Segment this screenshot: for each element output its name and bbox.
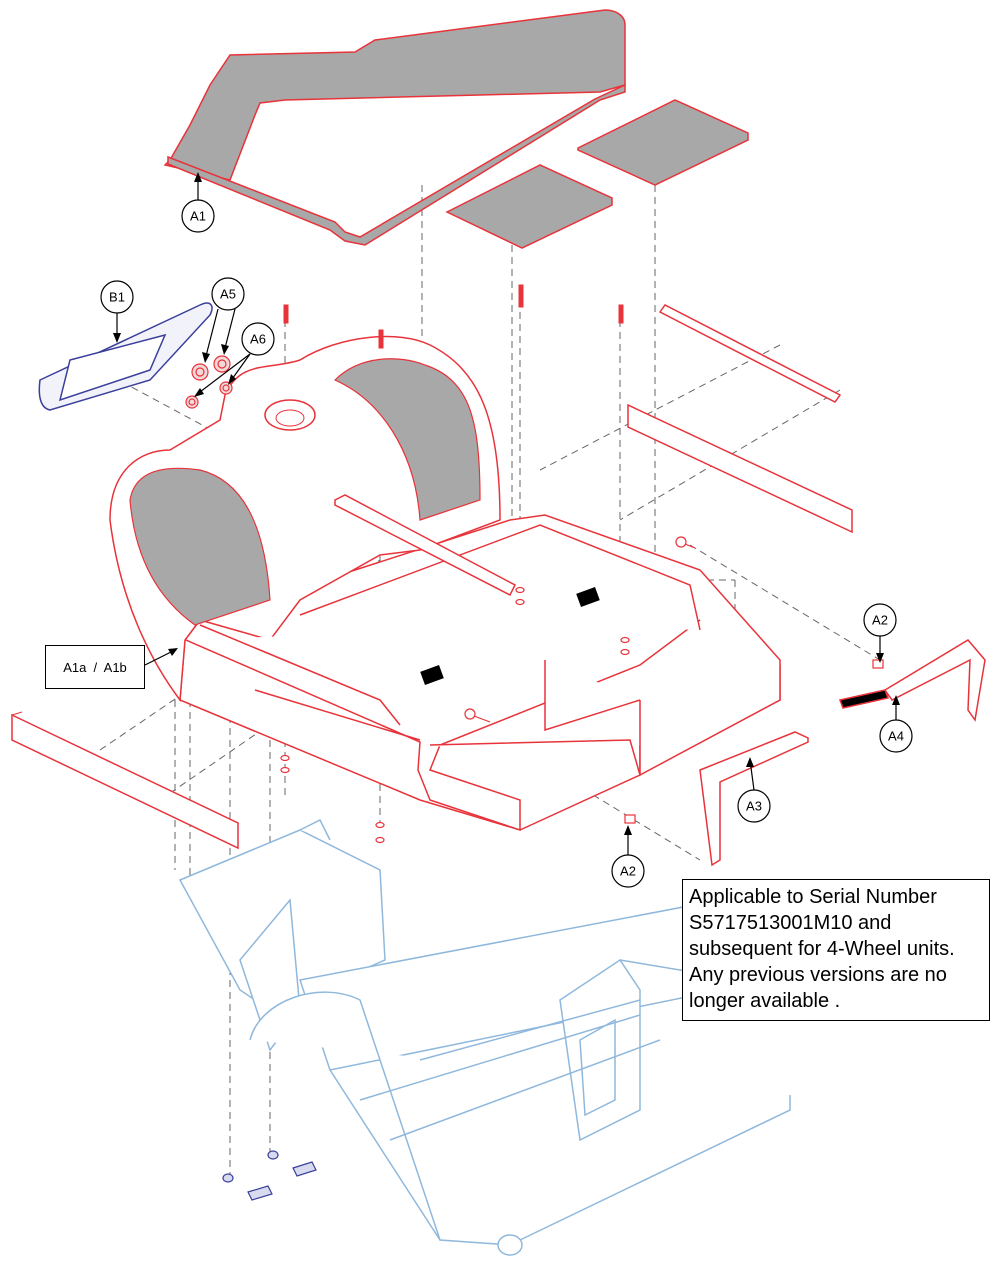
center-trim-bar xyxy=(334,494,516,597)
large-floor-mat xyxy=(163,9,626,181)
shroud-left-panel xyxy=(129,467,271,626)
shroud-right-panel xyxy=(333,358,481,521)
serial-number-note: Applicable to Serial Number S5717513001M… xyxy=(682,879,990,1021)
callout-a2-top-label: A2 xyxy=(872,613,888,628)
frame-bolts xyxy=(222,1150,317,1201)
callout-a6-label: A6 xyxy=(250,332,266,347)
callout-arrowheads xyxy=(113,172,900,835)
note-line-1: Applicable to Serial Number xyxy=(689,886,937,908)
strap-a4 xyxy=(883,639,986,722)
callout-a4-label: A4 xyxy=(888,729,904,744)
callout-a1: A1 xyxy=(181,199,215,233)
callout-a1-label: A1 xyxy=(190,209,206,224)
decal-center xyxy=(420,665,444,685)
caps-a5-a6 xyxy=(185,355,233,409)
note-line-5: longer available . xyxy=(689,990,841,1012)
callout-a5: A5 xyxy=(211,277,245,311)
callout-a4: A4 xyxy=(879,719,913,753)
reflector-a4 xyxy=(838,689,890,709)
shroud-part-label: A1a / A1b xyxy=(45,645,145,689)
callout-a3: A3 xyxy=(737,789,771,823)
callout-a2-bottom-label: A2 xyxy=(620,864,636,879)
callout-b1: B1 xyxy=(100,280,134,314)
decal-right xyxy=(576,587,600,607)
shroud-nuts xyxy=(280,586,630,844)
top-trim-strip xyxy=(658,304,842,403)
front-bumper-b1 xyxy=(38,302,213,411)
side-trim-strip xyxy=(627,403,853,534)
rear-bumper-strip xyxy=(11,713,239,850)
note-line-2: S5717513001M10 and xyxy=(689,912,892,934)
mounting-bolts xyxy=(464,536,884,824)
strap-a3 xyxy=(699,731,809,867)
callout-a5-label: A5 xyxy=(220,287,236,302)
large-floor-mat-edge xyxy=(167,83,626,246)
callout-a3-label: A3 xyxy=(746,799,762,814)
note-line-4: Any previous versions are no xyxy=(689,964,947,986)
small-floor-mat-right xyxy=(577,99,749,186)
note-line-3: subsequent for 4-Wheel units. xyxy=(689,938,955,960)
callout-a2-top: A2 xyxy=(863,603,897,637)
callout-a2-bottom: A2 xyxy=(611,854,645,888)
small-floor-mat-center xyxy=(445,164,613,249)
callout-a6: A6 xyxy=(241,322,275,356)
shroud-part-label-text: A1a / A1b xyxy=(63,659,127,675)
callout-b1-label: B1 xyxy=(109,290,125,305)
shroud-screws xyxy=(283,284,624,349)
